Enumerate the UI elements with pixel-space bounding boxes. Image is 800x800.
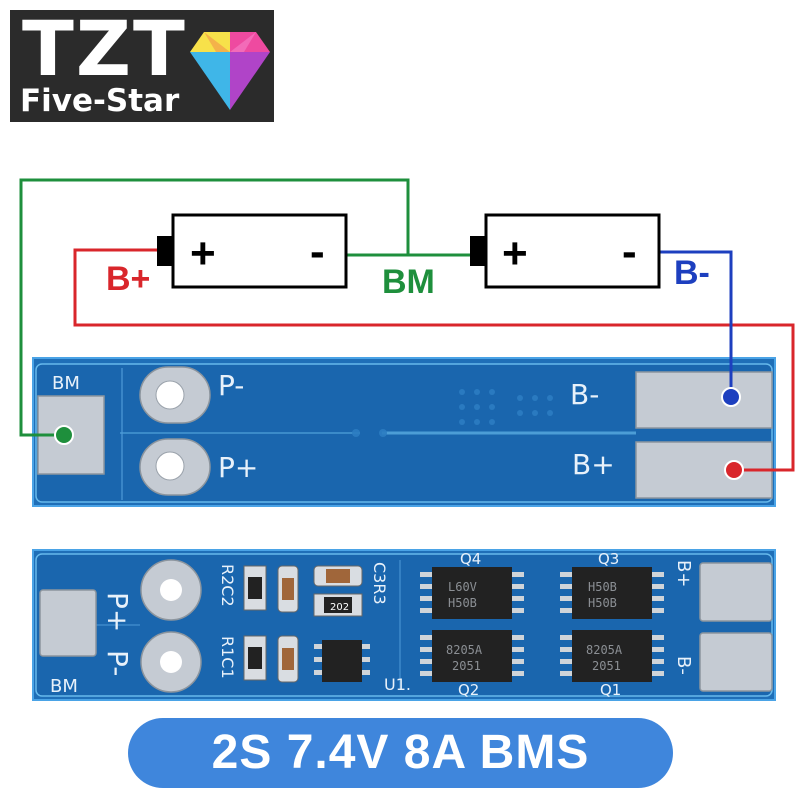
bm-connection-dot: [54, 425, 74, 445]
b-plus-label: B+: [106, 260, 150, 298]
b-minus-wire: [659, 250, 733, 397]
bm-label-top: BM: [52, 373, 80, 394]
battery-2-plus: +: [502, 229, 528, 278]
b-minus-pad-bottom: [699, 632, 773, 692]
p-plus-label-bottom: P+: [101, 592, 134, 632]
battery-1-plus: +: [190, 229, 216, 278]
bm-label-bottom: BM: [50, 676, 78, 697]
logo-sub-text: Five-Star: [20, 83, 180, 119]
board-bottom: BM P+ P- R2C2 R1C1 202: [32, 549, 776, 701]
r2c2-label: R2C2: [218, 564, 237, 607]
brand-logo: TZT Five-Star: [10, 6, 274, 122]
logo-main-text: TZT: [22, 4, 187, 93]
smd-components: 202: [243, 565, 370, 683]
chip-q4-line2: H50B: [448, 596, 477, 610]
chip-q3-line1: H50B: [588, 580, 617, 594]
b-plus-connection-dot: [724, 460, 744, 480]
p-plus-label-top: P+: [218, 451, 258, 484]
bm-pad-bottom: [39, 589, 97, 657]
q1-label: Q1: [600, 681, 621, 699]
r1c1-label: R1C1: [218, 636, 237, 679]
b-plus-label-bottom: B+: [673, 560, 694, 587]
u1-label: U1.: [384, 675, 411, 694]
chip-q2-line2: 2051: [452, 659, 481, 673]
b-minus-connection-dot: [721, 387, 741, 407]
b-minus-pad: [635, 371, 773, 429]
b-plus-pad-bottom: [699, 562, 773, 622]
chip-q4-line1: L60V: [448, 580, 477, 594]
battery-cell-2: + -: [470, 213, 661, 289]
chip-q1-line2: 2051: [592, 659, 621, 673]
b-minus-label-top: B-: [570, 378, 599, 411]
q3-label: Q3: [598, 550, 619, 568]
chip-q2-line1: 8205A: [446, 643, 483, 657]
c3r3-label: C3R3: [370, 562, 389, 605]
bm-wire: [19, 178, 410, 437]
resistor-code: 202: [330, 602, 349, 613]
p-minus-label-top: P-: [218, 369, 244, 402]
chip-q3-line2: H50B: [588, 596, 617, 610]
mosfet-chips: L60V H50B H50B H50B 8205A 2051 8205A 205…: [420, 567, 664, 682]
b-plus-label-top: B+: [572, 448, 615, 481]
board-top: BM P- P+ B- B+: [32, 357, 776, 507]
bm-label: BM: [382, 263, 435, 301]
product-title-banner: 2S 7.4V 8A BMS: [128, 718, 673, 788]
bms-wiring-diagram: BM P- P+ B- B+ + - + - B+ BM: [19, 178, 795, 701]
b-minus-label-bottom: B-: [673, 656, 694, 675]
b-plus-wire: [73, 248, 795, 472]
battery-1-minus: -: [310, 227, 325, 276]
p-minus-label-bottom: P-: [101, 650, 134, 676]
battery-2-minus: -: [622, 227, 637, 276]
b-minus-label: B-: [674, 254, 710, 292]
q4-label: Q4: [460, 550, 481, 568]
battery-cell-1: + -: [157, 213, 348, 289]
q2-label: Q2: [458, 681, 479, 699]
chip-q1-line1: 8205A: [586, 643, 623, 657]
wires: [19, 178, 795, 472]
diamond-icon: [190, 32, 270, 110]
